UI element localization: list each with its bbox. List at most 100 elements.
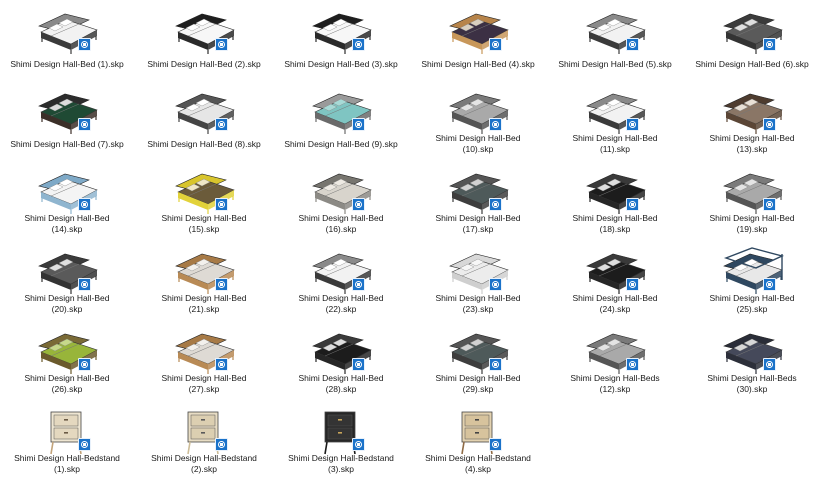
drawer-knob xyxy=(475,419,479,421)
thumbnail-svg xyxy=(461,411,493,455)
thumbnail-svg xyxy=(312,93,372,134)
bed-side-shape xyxy=(589,352,619,370)
sketchup-file-icon xyxy=(626,118,639,131)
bed-thumbnail-icon xyxy=(301,328,381,376)
file-item[interactable]: Shimi Design Hall-Bed (16).skp xyxy=(274,160,408,240)
thumbnail-svg xyxy=(38,93,98,134)
bedstand-thumbnail-icon xyxy=(301,408,381,456)
file-item[interactable]: Shimi Design Hall-Bed (29).skp xyxy=(411,320,545,400)
file-item[interactable]: Shimi Design Hall-Beds (30).skp xyxy=(685,320,819,400)
bedstand-leg xyxy=(324,441,328,455)
file-item[interactable]: Shimi Design Hall-Bedstand (4).skp xyxy=(411,400,545,480)
file-name-label: Shimi Design Hall-Bed (4).skp xyxy=(421,59,535,69)
sketchup-file-icon xyxy=(215,198,228,211)
file-item[interactable]: Shimi Design Hall-Bed (5).skp xyxy=(548,0,682,80)
sketchup-file-icon xyxy=(78,198,91,211)
file-item[interactable]: Shimi Design Hall-Bedstand (2).skp xyxy=(137,400,271,480)
file-item[interactable]: Shimi Design Hall-Bedstand (1).skp xyxy=(0,400,134,480)
thumbnail-svg xyxy=(175,13,235,54)
bed-side-shape xyxy=(178,352,208,370)
file-item[interactable]: Shimi Design Hall-Bedstand (3).skp xyxy=(274,400,408,480)
file-item[interactable]: Shimi Design Hall-Bed (21).skp xyxy=(137,240,271,320)
file-item[interactable]: Shimi Design Hall-Bed (19).skp xyxy=(685,160,819,240)
file-item[interactable]: Shimi Design Hall-Bed (25).skp xyxy=(685,240,819,320)
file-item[interactable]: Shimi Design Hall-Bed (3).skp xyxy=(274,0,408,80)
file-item[interactable]: Shimi Design Hall-Bed (26).skp xyxy=(0,320,134,400)
file-item[interactable]: Shimi Design Hall-Bed (9).skp xyxy=(274,80,408,160)
thumbnail-svg xyxy=(38,253,98,294)
file-name-label: Shimi Design Hall-Bed (18).skp xyxy=(572,213,658,234)
file-name-label: Shimi Design Hall-Bed (5).skp xyxy=(558,59,672,69)
sketchup-file-icon xyxy=(489,358,502,371)
pillow-shape xyxy=(469,98,485,107)
pillow-shape xyxy=(733,103,749,112)
bed-thumbnail-icon xyxy=(712,168,792,216)
duvet-fold-line xyxy=(461,183,491,197)
file-item[interactable]: Shimi Design Hall-Bed (18).skp xyxy=(548,160,682,240)
thumbnail-svg xyxy=(723,13,783,54)
file-name-label: Shimi Design Hall-Beds (12).skp xyxy=(570,373,660,394)
bed-side-shape xyxy=(452,112,482,130)
drawer-knob xyxy=(64,419,68,421)
file-item[interactable]: Shimi Design Hall-Bed (22).skp xyxy=(274,240,408,320)
pillow-shape xyxy=(743,338,759,347)
duvet-fold-line xyxy=(50,263,80,277)
sketchup-file-icon xyxy=(78,358,91,371)
bed-thumbnail-icon xyxy=(712,247,792,296)
sketchup-file-icon xyxy=(489,438,502,451)
pillow-shape xyxy=(459,23,475,32)
file-item[interactable]: Shimi Design Hall-Bed (8).skp xyxy=(137,80,271,160)
bed-thumbnail-icon xyxy=(27,8,107,56)
pillow-shape xyxy=(322,23,338,32)
file-item[interactable]: Shimi Design Hall-Bed (27).skp xyxy=(137,320,271,400)
duvet-fold-line xyxy=(324,23,354,37)
bed-thumbnail-icon xyxy=(164,168,244,216)
bed-thumbnail-icon xyxy=(575,8,655,56)
pillow-shape xyxy=(48,103,64,112)
file-item[interactable]: Shimi Design Hall-Bed (13).skp xyxy=(685,80,819,160)
bed-thumbnail-icon xyxy=(301,88,381,136)
file-item[interactable]: Shimi Design Hall-Bed (11).skp xyxy=(548,80,682,160)
file-item[interactable]: Shimi Design Hall-Bed (24).skp xyxy=(548,240,682,320)
bed-side-shape xyxy=(41,32,71,50)
bed-side-shape xyxy=(315,352,345,370)
sketchup-file-icon xyxy=(215,118,228,131)
file-item[interactable]: Shimi Design Hall-Beds (12).skp xyxy=(548,320,682,400)
pillow-shape xyxy=(606,18,622,27)
file-item[interactable]: Shimi Design Hall-Bed (20).skp xyxy=(0,240,134,320)
pillow-shape xyxy=(733,183,749,192)
thumbnail-svg xyxy=(586,173,646,214)
file-item[interactable]: Shimi Design Hall-Bed (15).skp xyxy=(137,160,271,240)
file-item[interactable]: Shimi Design Hall-Bed (28).skp xyxy=(274,320,408,400)
file-item[interactable]: Shimi Design Hall-Bed (1).skp xyxy=(0,0,134,80)
duvet-fold-line xyxy=(461,343,491,357)
sketchup-file-icon xyxy=(626,38,639,51)
bed-thumbnail-icon xyxy=(575,168,655,216)
file-name-label: Shimi Design Hall-Bed (25).skp xyxy=(709,293,795,314)
file-item[interactable]: Shimi Design Hall-Bed (23).skp xyxy=(411,240,545,320)
bed-thumbnail-icon xyxy=(575,328,655,376)
bed-side-shape xyxy=(315,32,345,50)
file-item[interactable]: Shimi Design Hall-Bed (10).skp xyxy=(411,80,545,160)
thumbnail-svg xyxy=(312,253,372,294)
file-item[interactable]: Shimi Design Hall-Bed (4).skp xyxy=(411,0,545,80)
sketchup-file-icon xyxy=(489,198,502,211)
duvet-fold-line xyxy=(187,343,217,357)
duvet-fold-line xyxy=(461,103,491,117)
bed-thumbnail-icon xyxy=(438,248,518,296)
sketchup-file-icon xyxy=(78,38,91,51)
file-item[interactable]: Shimi Design Hall-Bed (2).skp xyxy=(137,0,271,80)
file-name-label: Shimi Design Hall-Bed (13).skp xyxy=(709,133,795,154)
bed-thumbnail-icon xyxy=(438,88,518,136)
pillow-shape xyxy=(596,263,612,272)
file-item[interactable]: Shimi Design Hall-Bed (17).skp xyxy=(411,160,545,240)
pillow-shape xyxy=(733,343,749,352)
file-name-label: Shimi Design Hall-Bed (10).skp xyxy=(435,133,521,154)
bed-thumbnail-icon xyxy=(438,8,518,56)
bed-thumbnail-icon xyxy=(712,8,792,56)
file-item[interactable]: Shimi Design Hall-Bed (6).skp xyxy=(685,0,819,80)
file-item[interactable]: Shimi Design Hall-Bed (14).skp xyxy=(0,160,134,240)
file-item[interactable]: Shimi Design Hall-Bed (7).skp xyxy=(0,80,134,160)
bed-thumbnail-icon xyxy=(301,168,381,216)
